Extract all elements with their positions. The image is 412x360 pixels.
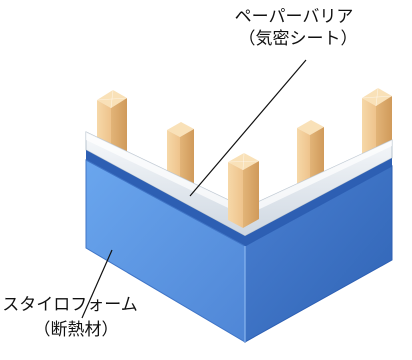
barrier-leader-line [189, 59, 307, 197]
styrofoam-block [85, 150, 393, 343]
foam-label-title: スタイロフォーム [2, 295, 138, 315]
foam-label-subtitle: （断熱材） [34, 320, 119, 340]
barrier-label-subtitle: （気密シート） [239, 29, 358, 49]
wood-stud-corner [227, 152, 260, 228]
foam-leader-line [81, 249, 113, 319]
barrier-label-title: ペーパーバリア [235, 7, 354, 27]
